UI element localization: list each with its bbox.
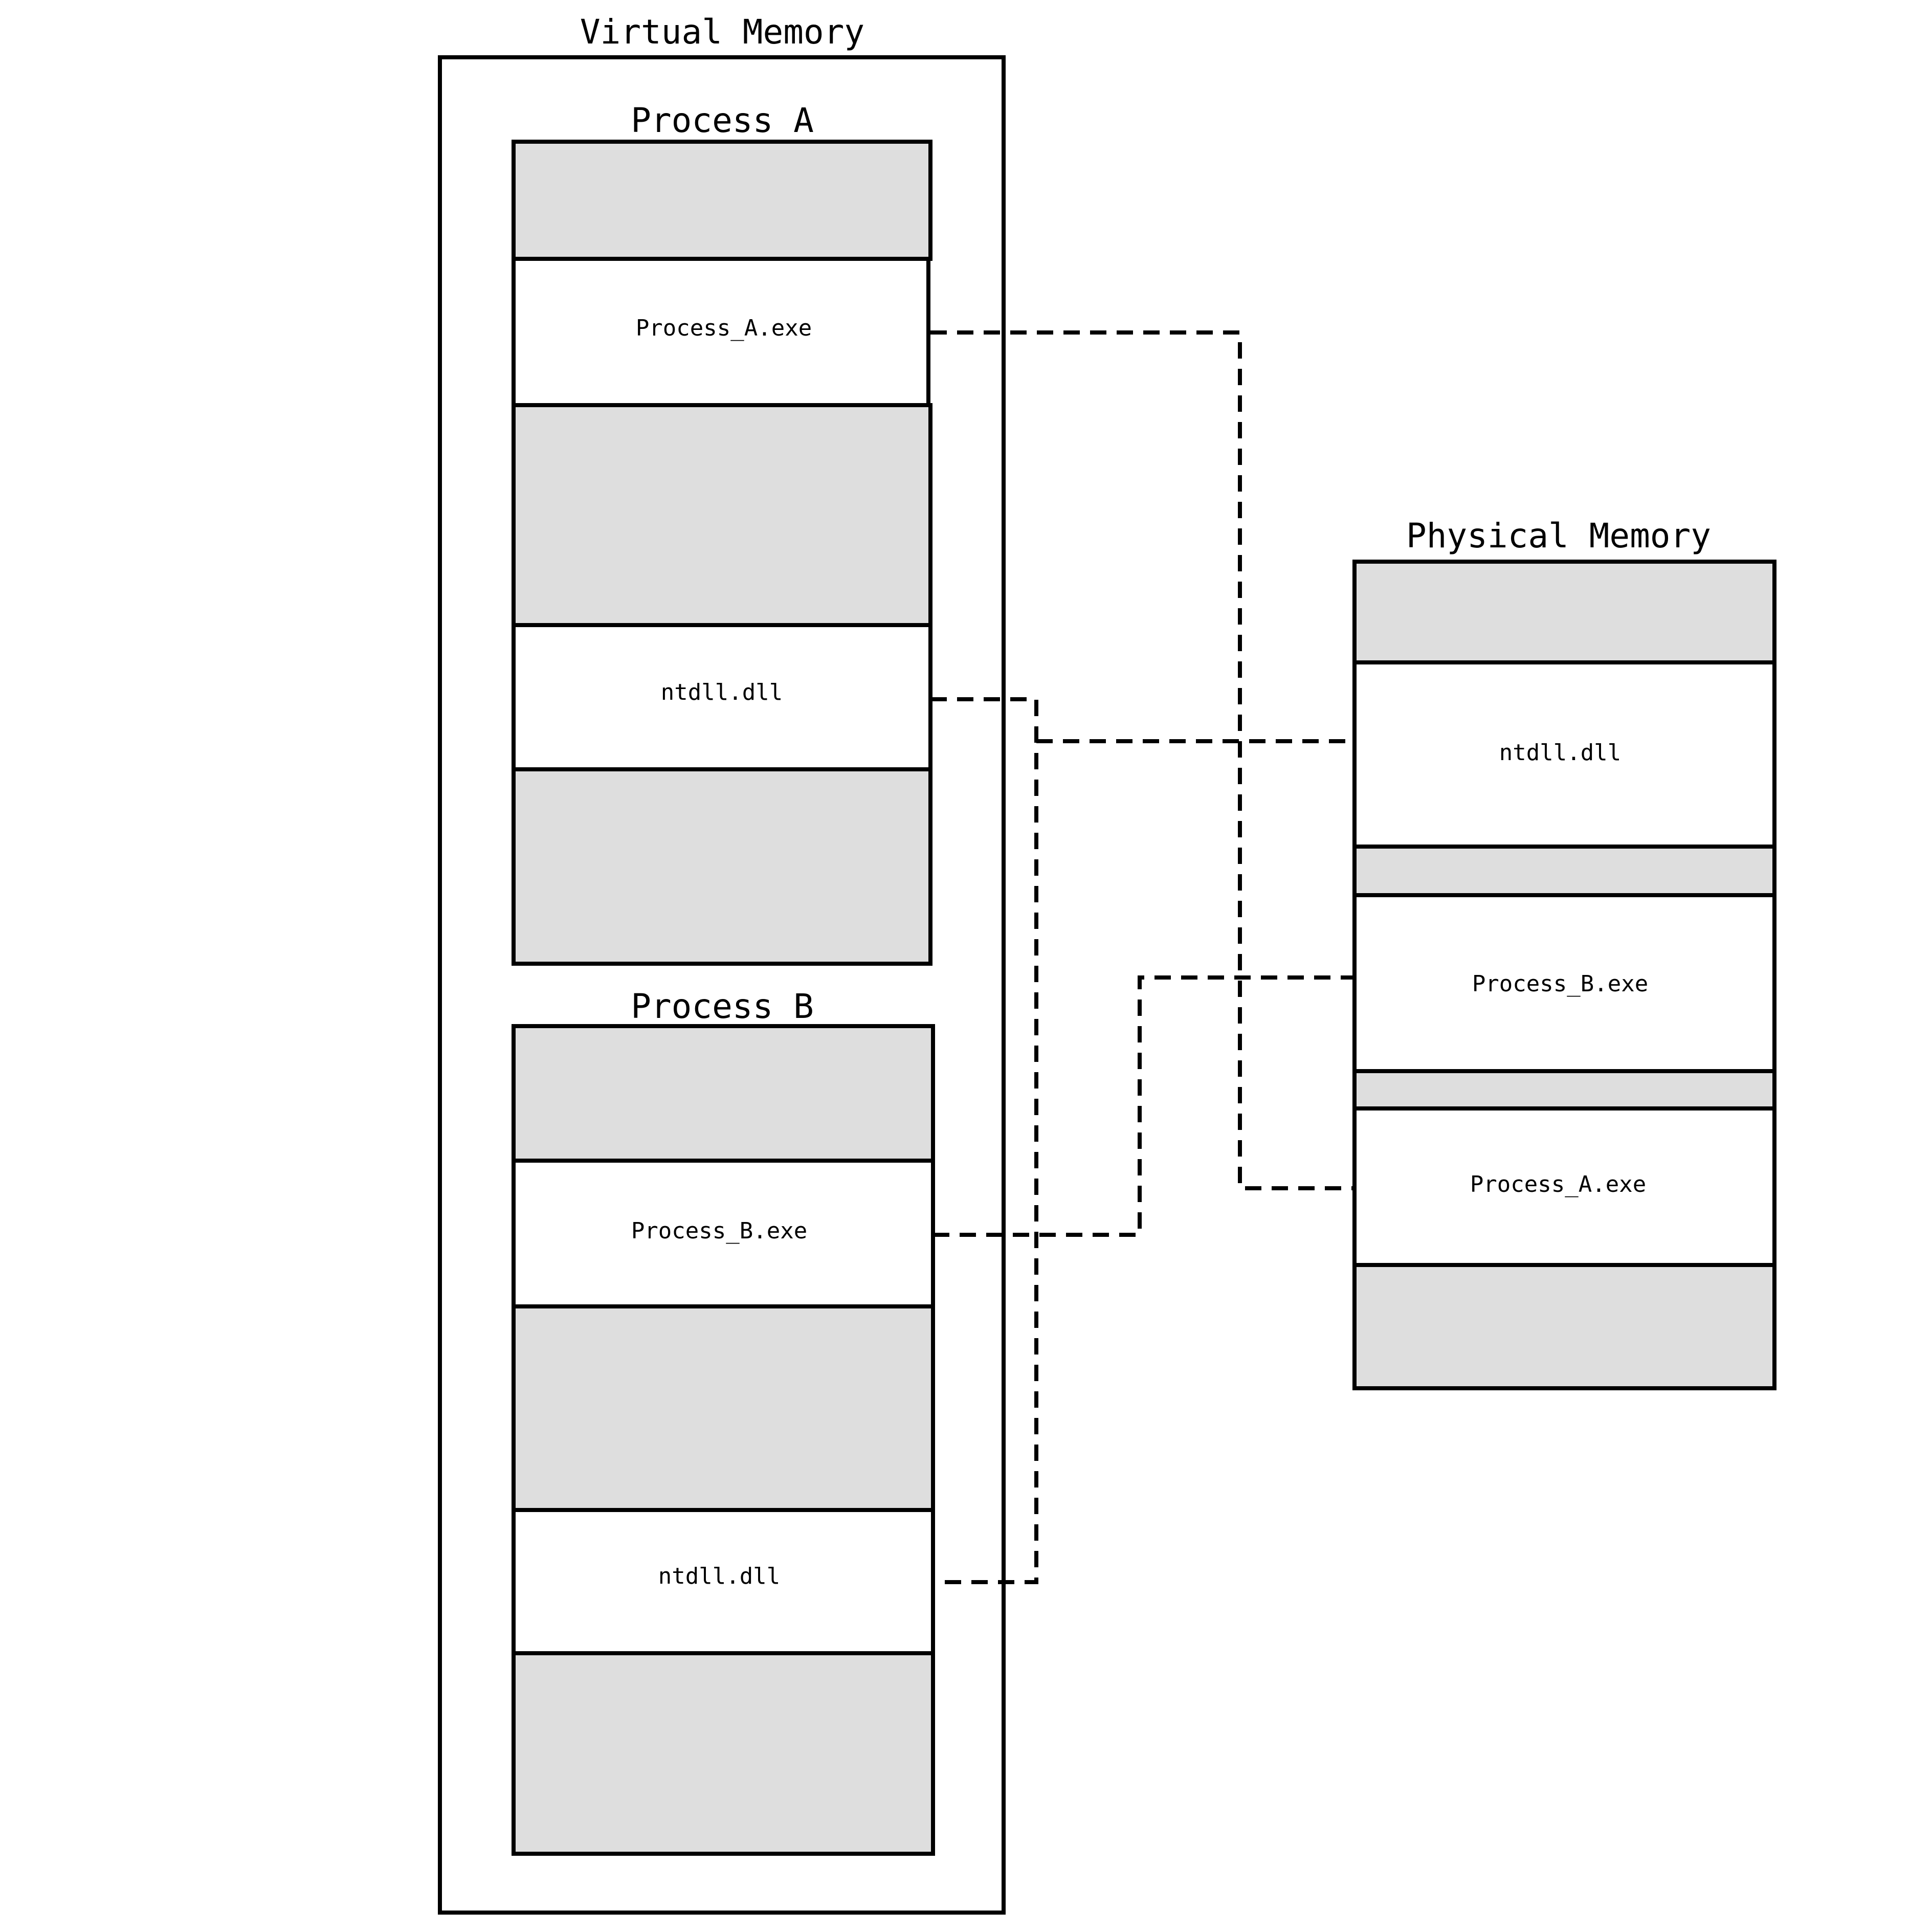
virtual-memory-frame [438,55,1006,1915]
process-b-free-region [512,1304,935,1512]
physical-free-region [1352,560,1776,664]
process-a-exe-label: Process_A.exe [636,315,812,341]
process-b-free-region [512,1651,935,1856]
physical-process-a-exe-label: Process_A.exe [1470,1171,1646,1197]
mapping-lines [930,330,1354,1584]
physical-free-region [1352,1069,1776,1111]
physical-process-b-exe-region [1352,893,1776,1073]
process-a-ntdll-region [512,623,932,771]
virtual-memory-title: Virtual Memory [580,12,864,52]
physical-free-region [1352,845,1776,897]
mapping-line-process-b-exe [933,975,1354,1237]
process-b: Process B Process_B.exe ntdll.dll [512,987,935,1856]
process-a-title: Process A [631,101,814,140]
mapping-line-process-a-exe [930,330,1354,1190]
physical-process-b-exe-label: Process_B.exe [1472,971,1648,997]
physical-ntdll-label: ntdll.dll [1499,740,1621,766]
physical-free-region [1352,1263,1776,1390]
process-b-exe-label: Process_B.exe [631,1218,807,1244]
physical-memory-title: Physical Memory [1406,516,1711,556]
process-a: Process A Process_A.exe ntdll.dll [512,101,932,966]
mapping-line-ntdll-shared [930,697,1038,1584]
process-b-free-region [512,1024,935,1163]
process-a-ntdll-label: ntdll.dll [661,679,783,705]
process-b-ntdll-label: ntdll.dll [658,1563,780,1589]
process-a-free-region [512,140,932,261]
process-a-free-region [512,767,932,966]
process-b-title: Process B [631,987,814,1026]
process-a-free-region [512,403,932,627]
physical-memory: Physical Memory ntdll.dll Process_B.exe … [1352,516,1776,1390]
process-b-ntdll-region [512,1508,935,1655]
